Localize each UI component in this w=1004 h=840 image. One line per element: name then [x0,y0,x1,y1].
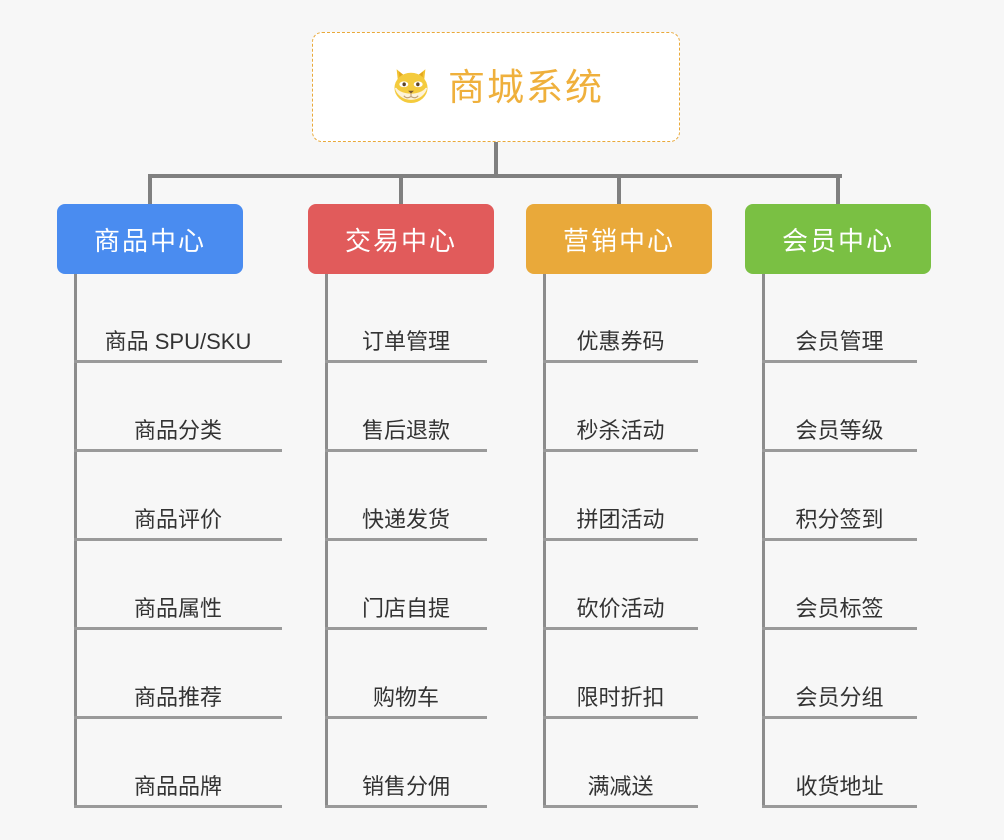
category-header-label: 交易中心 [344,225,457,256]
connector-drop-2 [399,174,403,206]
leaf-label: 商品 SPU/SKU [104,328,252,354]
leaf-label: 商品推荐 [133,684,222,710]
category-column-3: 营销中心 优惠券码 秒杀活动 拼团活动 砍价活动 限时折扣 满减送 [526,204,712,808]
leaf-label: 收货地址 [795,773,884,799]
leaf-item[interactable]: 商品评价 [74,452,282,541]
leaf-item[interactable]: 限时折扣 [543,630,698,719]
leaf-label: 优惠券码 [576,328,665,354]
category-spine-4 [762,274,765,808]
leaf-list-1: 商品 SPU/SKU 商品分类 商品评价 商品属性 商品推荐 商品品牌 [74,274,282,808]
leaf-item[interactable]: 商品品牌 [74,719,282,808]
leaf-label: 快递发货 [361,506,450,532]
leaf-item[interactable]: 会员管理 [762,274,917,363]
leaf-item[interactable]: 商品属性 [74,541,282,630]
leaf-item[interactable]: 会员标签 [762,541,917,630]
category-column-4: 会员中心 会员管理 会员等级 积分签到 会员标签 会员分组 收货地址 [745,204,931,808]
leaf-label: 会员分组 [795,684,884,710]
root-node[interactable]: 商城系统 [312,32,680,142]
leaf-item[interactable]: 秒杀活动 [543,363,698,452]
connector-horizontal-bus [148,174,842,178]
leaf-item[interactable]: 会员分组 [762,630,917,719]
connector-drop-4 [836,174,840,206]
leaf-label: 商品品牌 [133,773,222,799]
leaf-item[interactable]: 门店自提 [325,541,487,630]
category-header-4[interactable]: 会员中心 [745,204,931,274]
category-header-1[interactable]: 商品中心 [57,204,243,274]
category-header-label: 会员中心 [781,225,894,256]
leaf-item[interactable]: 商品分类 [74,363,282,452]
leaf-label: 积分签到 [795,506,884,532]
leaf-item[interactable]: 售后退款 [325,363,487,452]
leaf-item[interactable]: 满减送 [543,719,698,808]
leaf-label: 砍价活动 [576,595,665,621]
root-title: 商城系统 [448,66,604,108]
leaf-list-4: 会员管理 会员等级 积分签到 会员标签 会员分组 收货地址 [762,274,917,808]
leaf-item[interactable]: 商品推荐 [74,630,282,719]
leaf-label: 订单管理 [361,328,450,354]
category-header-label: 商品中心 [93,225,206,256]
leaf-label: 会员标签 [795,595,884,621]
leaf-item[interactable]: 拼团活动 [543,452,698,541]
connector-drop-3 [617,174,621,206]
category-column-2: 交易中心 订单管理 售后退款 快递发货 门店自提 购物车 销售分佣 [308,204,494,808]
leaf-label: 会员管理 [795,328,884,354]
leaf-label: 商品分类 [133,417,222,443]
leaf-label: 拼团活动 [576,506,665,532]
category-spine-3 [543,274,546,808]
leaf-item[interactable]: 销售分佣 [325,719,487,808]
category-header-2[interactable]: 交易中心 [308,204,494,274]
leaf-list-2: 订单管理 售后退款 快递发货 门店自提 购物车 销售分佣 [325,274,487,808]
connector-drop-1 [148,174,152,206]
leaf-item[interactable]: 快递发货 [325,452,487,541]
leaf-item[interactable]: 砍价活动 [543,541,698,630]
leaf-label: 商品评价 [133,506,222,532]
leaf-item[interactable]: 购物车 [325,630,487,719]
leaf-item[interactable]: 订单管理 [325,274,487,363]
category-spine-1 [74,274,77,808]
connector-root-stem [494,142,498,178]
category-column-1: 商品中心 商品 SPU/SKU 商品分类 商品评价 商品属性 商品推荐 商品品牌 [57,204,282,808]
leaf-item[interactable]: 会员等级 [762,363,917,452]
leaf-label: 会员等级 [795,417,884,443]
leaf-label: 秒杀活动 [576,417,665,443]
leaf-item[interactable]: 商品 SPU/SKU [74,274,282,363]
leaf-item[interactable]: 收货地址 [762,719,917,808]
leaf-label: 满减送 [587,773,654,799]
leaf-label: 购物车 [372,684,439,710]
leaf-label: 限时折扣 [576,684,665,710]
leaf-label: 销售分佣 [361,773,450,799]
leaf-label: 售后退款 [361,417,450,443]
category-spine-2 [325,274,328,808]
leaf-label: 门店自提 [361,595,450,621]
category-header-3[interactable]: 营销中心 [526,204,712,274]
leaf-item[interactable]: 优惠券码 [543,274,698,363]
category-header-label: 营销中心 [562,225,675,256]
shiba-dog-face-icon [388,62,434,113]
leaf-list-3: 优惠券码 秒杀活动 拼团活动 砍价活动 限时折扣 满减送 [543,274,698,808]
leaf-item[interactable]: 积分签到 [762,452,917,541]
leaf-label: 商品属性 [133,595,222,621]
